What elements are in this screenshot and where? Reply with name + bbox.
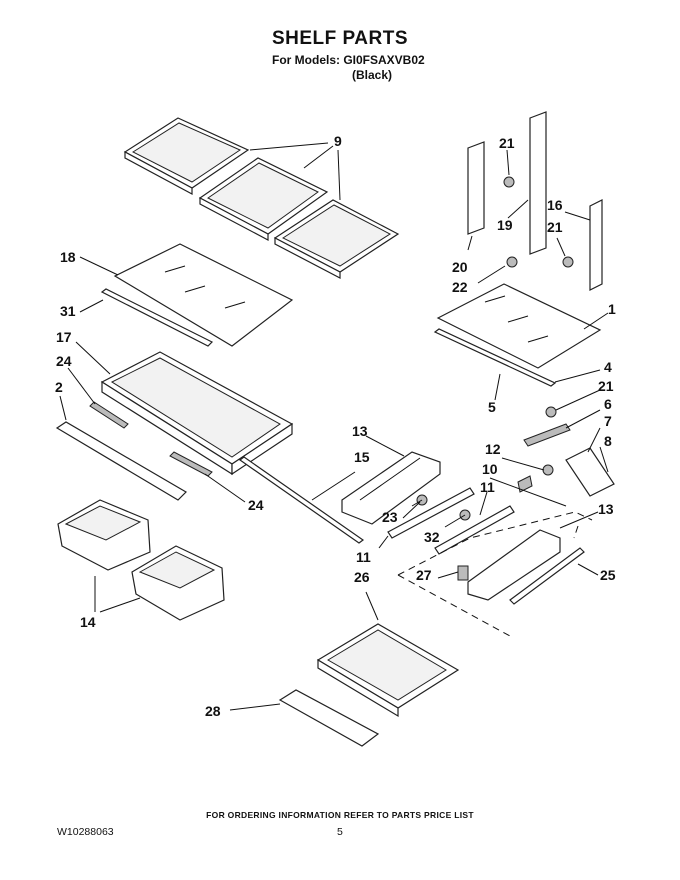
part-32-screw	[444, 509, 471, 528]
part-23-screw	[411, 494, 428, 507]
part-31-trim	[100, 288, 214, 347]
callout-17: 17	[56, 329, 72, 345]
part-21-screw-a	[503, 176, 515, 188]
callout-19: 19	[497, 217, 513, 233]
part-1-glass-shelf	[436, 283, 602, 369]
callout-21-low: 21	[598, 378, 614, 394]
callout-28: 28	[205, 703, 221, 719]
part-12-screw	[542, 464, 554, 476]
part-14-bin-2	[131, 545, 225, 621]
part-9-shelf-1	[123, 117, 250, 196]
models-line: For Models: GI0FSAXVB02	[272, 53, 425, 67]
part-17-shelf-frame	[100, 351, 294, 476]
part-4-trim	[433, 328, 557, 387]
ordering-note: FOR ORDERING INFORMATION REFER TO PARTS …	[206, 810, 474, 820]
part-19-rail	[529, 111, 547, 255]
part-9-shelf-2	[198, 157, 329, 241]
document-number: W10288063	[57, 826, 114, 838]
part-2-trim	[55, 421, 187, 501]
callout-26: 26	[354, 569, 370, 585]
callout-2: 2	[55, 379, 63, 395]
page-title: SHELF PARTS	[271, 28, 409, 49]
part-21-screw-b	[562, 256, 574, 268]
callout-24-lower: 24	[248, 497, 264, 513]
callout-12: 12	[485, 441, 501, 457]
part-26-tray	[316, 623, 460, 718]
callout-11-right: 11	[480, 479, 495, 495]
callout-21-top: 21	[499, 135, 515, 151]
callout-20: 20	[452, 259, 468, 275]
part-24-bracket-lower	[169, 451, 213, 477]
part-11-slide-rail	[387, 487, 515, 555]
part-22-screw	[506, 256, 518, 268]
callout-11-left: 11	[356, 549, 371, 565]
callout-9: 9	[334, 133, 342, 149]
part-27-clip	[457, 565, 469, 581]
part-18-glass-shelf	[113, 243, 294, 347]
part-16-rail	[589, 199, 603, 291]
callout-24-upper: 24	[56, 353, 72, 369]
callout-23: 23	[382, 509, 398, 525]
callout-6: 6	[604, 396, 612, 412]
part-15-rod	[238, 456, 365, 544]
part-6-bracket	[523, 423, 571, 447]
callout-32: 32	[424, 529, 440, 545]
callout-25: 25	[600, 567, 616, 583]
part-21-screw-c	[545, 406, 557, 418]
callout-14: 14	[80, 614, 96, 630]
part-9-shelf-3	[273, 199, 400, 279]
part-7-bracket	[565, 447, 615, 497]
color-line: (Black)	[352, 68, 393, 82]
callout-16: 16	[547, 197, 563, 213]
callout-31: 31	[60, 303, 76, 319]
part-25-rod	[509, 547, 585, 605]
callout-13-upper: 13	[352, 423, 368, 439]
part-20-rail	[467, 141, 485, 235]
callout-15: 15	[354, 449, 370, 465]
callout-18: 18	[60, 249, 76, 265]
callout-22: 22	[452, 279, 468, 295]
part-13-bracket-right	[467, 529, 561, 601]
callout-1: 1	[608, 301, 616, 317]
page-number: 5	[337, 826, 343, 838]
callout-21-mid: 21	[547, 219, 563, 235]
callout-4: 4	[604, 359, 612, 375]
callout-5: 5	[488, 399, 496, 415]
part-24-bracket-upper	[89, 401, 129, 429]
part-28-panel	[278, 689, 380, 747]
part-14-bin-1	[57, 499, 151, 571]
part-13-bracket-left	[341, 451, 441, 525]
callout-10: 10	[482, 461, 498, 477]
callout-7: 7	[604, 413, 612, 429]
callout-8: 8	[604, 433, 612, 449]
callout-13-lower: 13	[598, 501, 614, 517]
callout-27: 27	[416, 567, 432, 583]
